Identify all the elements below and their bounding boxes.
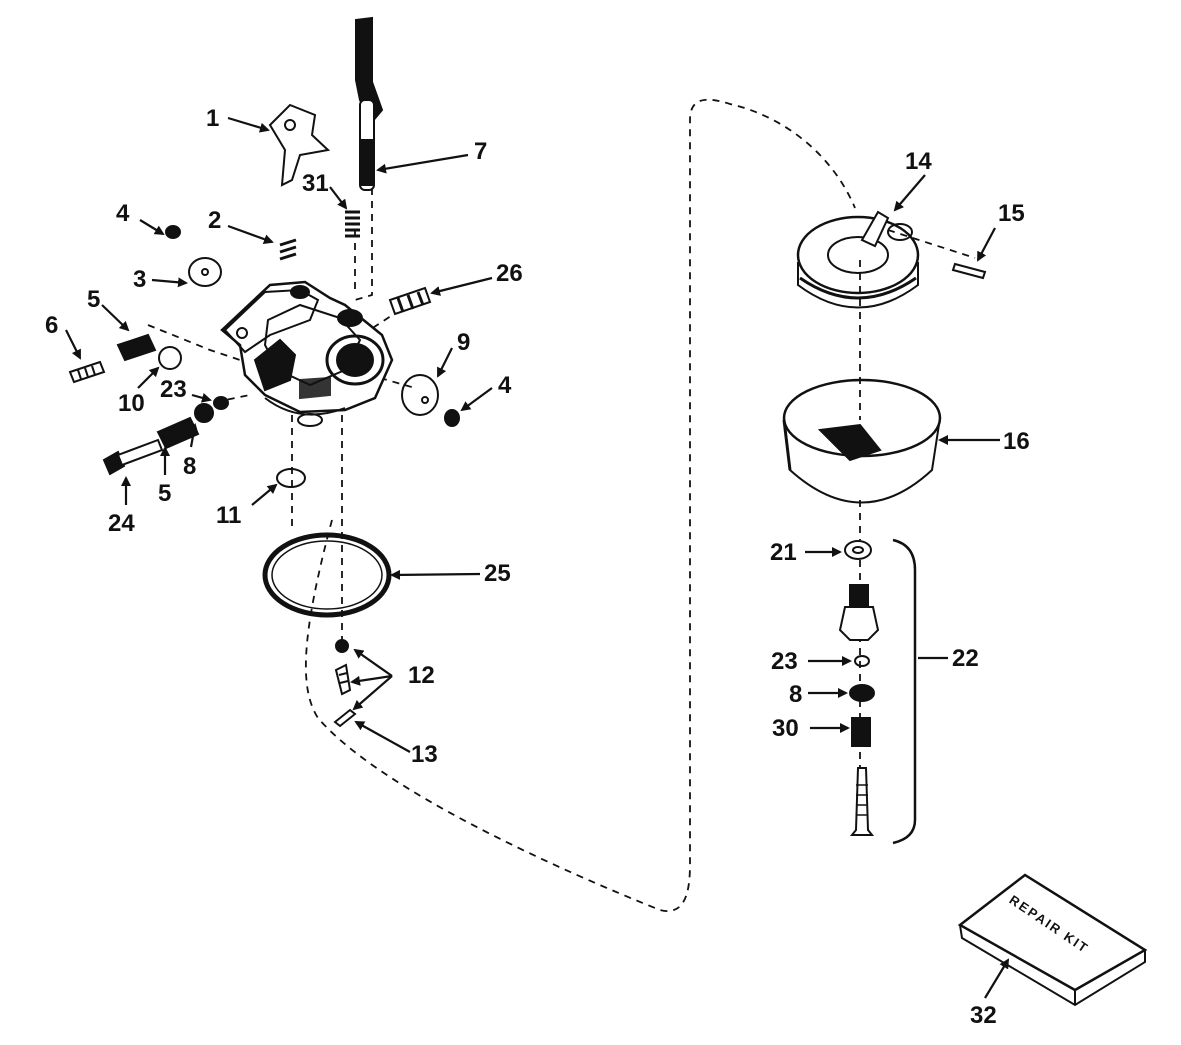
label-32: 32 [970,1002,997,1029]
label-14: 14 [905,148,932,175]
label-12: 12 [408,662,435,689]
float-part [796,210,920,309]
label-5-lower: 5 [158,480,172,507]
label-26: 26 [496,260,523,287]
label-30: 30 [772,715,799,742]
label-31: 31 [302,170,329,197]
washer-part-10 [158,346,182,370]
spring-part-30 [851,717,871,747]
label-8-right: 8 [789,681,803,708]
spring-part-31 [345,210,360,238]
packing-part-8-right [849,684,875,702]
label-25: 25 [484,560,511,587]
label-24: 24 [108,510,135,537]
label-8-left: 8 [183,453,197,480]
label-11: 11 [216,502,242,529]
leader-arrows [65,116,1010,999]
label-23-left: 23 [160,376,187,403]
o-ring-part-23-left [213,396,229,410]
throttle-shaft-part [355,16,384,191]
bowl-nut-part [838,584,880,641]
label-15: 15 [998,200,1025,227]
label-6: 6 [45,312,59,339]
label-9: 9 [457,329,471,356]
repair-kit-part [957,873,1148,1007]
carburetor-body [220,280,394,427]
washer-part-21 [844,540,872,560]
choke-plate-part [188,257,222,287]
spring-part-2 [279,238,297,261]
label-16: 16 [1003,428,1030,455]
label-3: 3 [133,266,147,293]
assembly-dashed-lines [147,98,976,912]
label-13: 13 [411,741,438,768]
o-ring-part-23-right [854,655,870,667]
clip-part-13 [333,708,357,728]
label-1: 1 [206,105,220,132]
idle-screw-part [68,333,157,384]
throttle-plate-part [401,374,439,416]
label-21: 21 [770,539,797,566]
label-7: 7 [474,138,488,165]
label-10: 10 [118,390,145,417]
bracket-22 [892,538,917,845]
float-bowl-part [782,378,942,504]
choke-lever-part [268,103,331,187]
label-23-right: 23 [771,648,798,675]
screw-part-4-upper [165,225,181,239]
label-4-upper: 4 [116,200,130,227]
fuel-fitting-part [388,286,432,316]
float-pin-part [951,262,987,280]
label-4-lower: 4 [498,372,512,399]
bowl-gasket-part [262,532,392,618]
label-2: 2 [208,207,222,234]
adjust-needle-part [849,767,875,836]
inlet-needle-seat-part [334,639,352,696]
screw-part-4-lower [444,409,460,427]
label-22: 22 [952,645,979,672]
gasket-part-11 [276,468,306,488]
packing-part-8-left [194,403,214,423]
label-5-upper: 5 [87,286,101,313]
